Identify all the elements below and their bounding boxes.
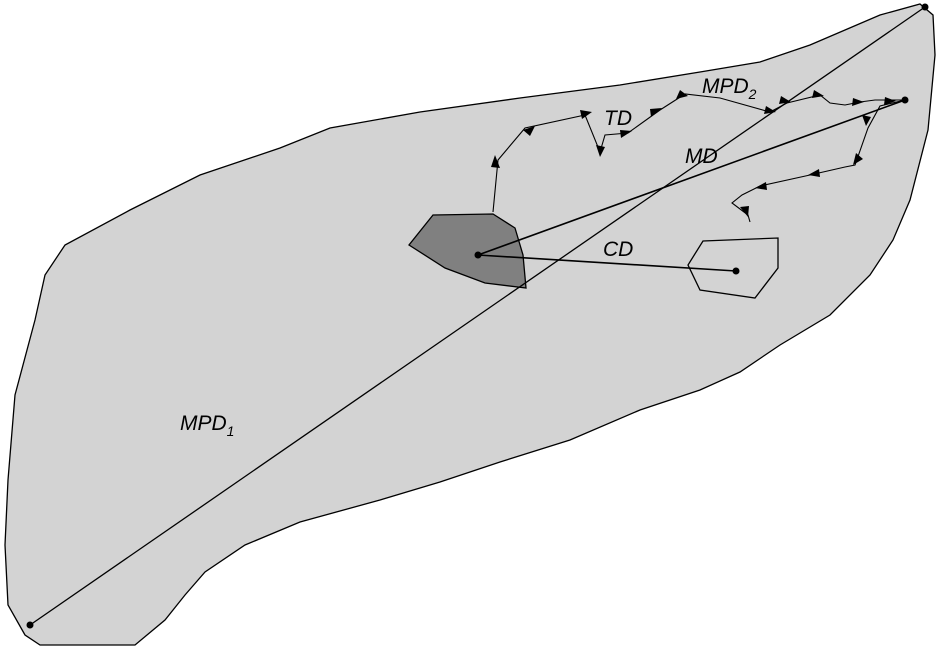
mpd1-label: MPD1 (180, 412, 234, 439)
farthest-point (901, 96, 909, 104)
cd-line (477, 254, 737, 272)
arrowhead (740, 206, 749, 217)
outer-range-polygon (4, 3, 936, 646)
mpd2-label-base: MPD (702, 75, 749, 98)
travel-path (492, 93, 906, 223)
td-label: TD (604, 107, 632, 130)
arrowhead (852, 98, 864, 106)
arrowhead (596, 145, 605, 157)
arrowhead (812, 90, 824, 98)
mpd-start-point (26, 621, 34, 629)
arrowhead (862, 115, 871, 126)
arrowhead (491, 155, 500, 168)
arrowhead (650, 108, 662, 117)
mpd2-label: MPD2 (702, 75, 757, 102)
arrowhead (620, 130, 632, 138)
arrowhead (764, 106, 776, 114)
mpd1-label-base: MPD (180, 412, 227, 435)
mpd-end-point (921, 3, 929, 11)
core-area-polygon (408, 213, 527, 289)
cd-label: CD (603, 238, 633, 261)
arrowhead (755, 182, 767, 190)
arrowhead (884, 97, 896, 105)
arrowhead (580, 110, 592, 119)
destination-centroid-point (732, 267, 740, 275)
mpd2-label-sub: 2 (748, 86, 757, 102)
path-arrowheads (491, 90, 896, 217)
arrowhead (779, 96, 791, 104)
destination-polygon (687, 237, 779, 299)
arrowhead (523, 126, 535, 136)
md-line (477, 99, 906, 256)
arrowhead (808, 169, 820, 177)
mpd1-label-sub: 1 (227, 423, 235, 439)
centroid-point (474, 251, 482, 259)
arrowhead (676, 90, 688, 99)
arrowhead (853, 153, 863, 165)
mpd-line (29, 6, 926, 626)
md-label: MD (685, 145, 718, 168)
